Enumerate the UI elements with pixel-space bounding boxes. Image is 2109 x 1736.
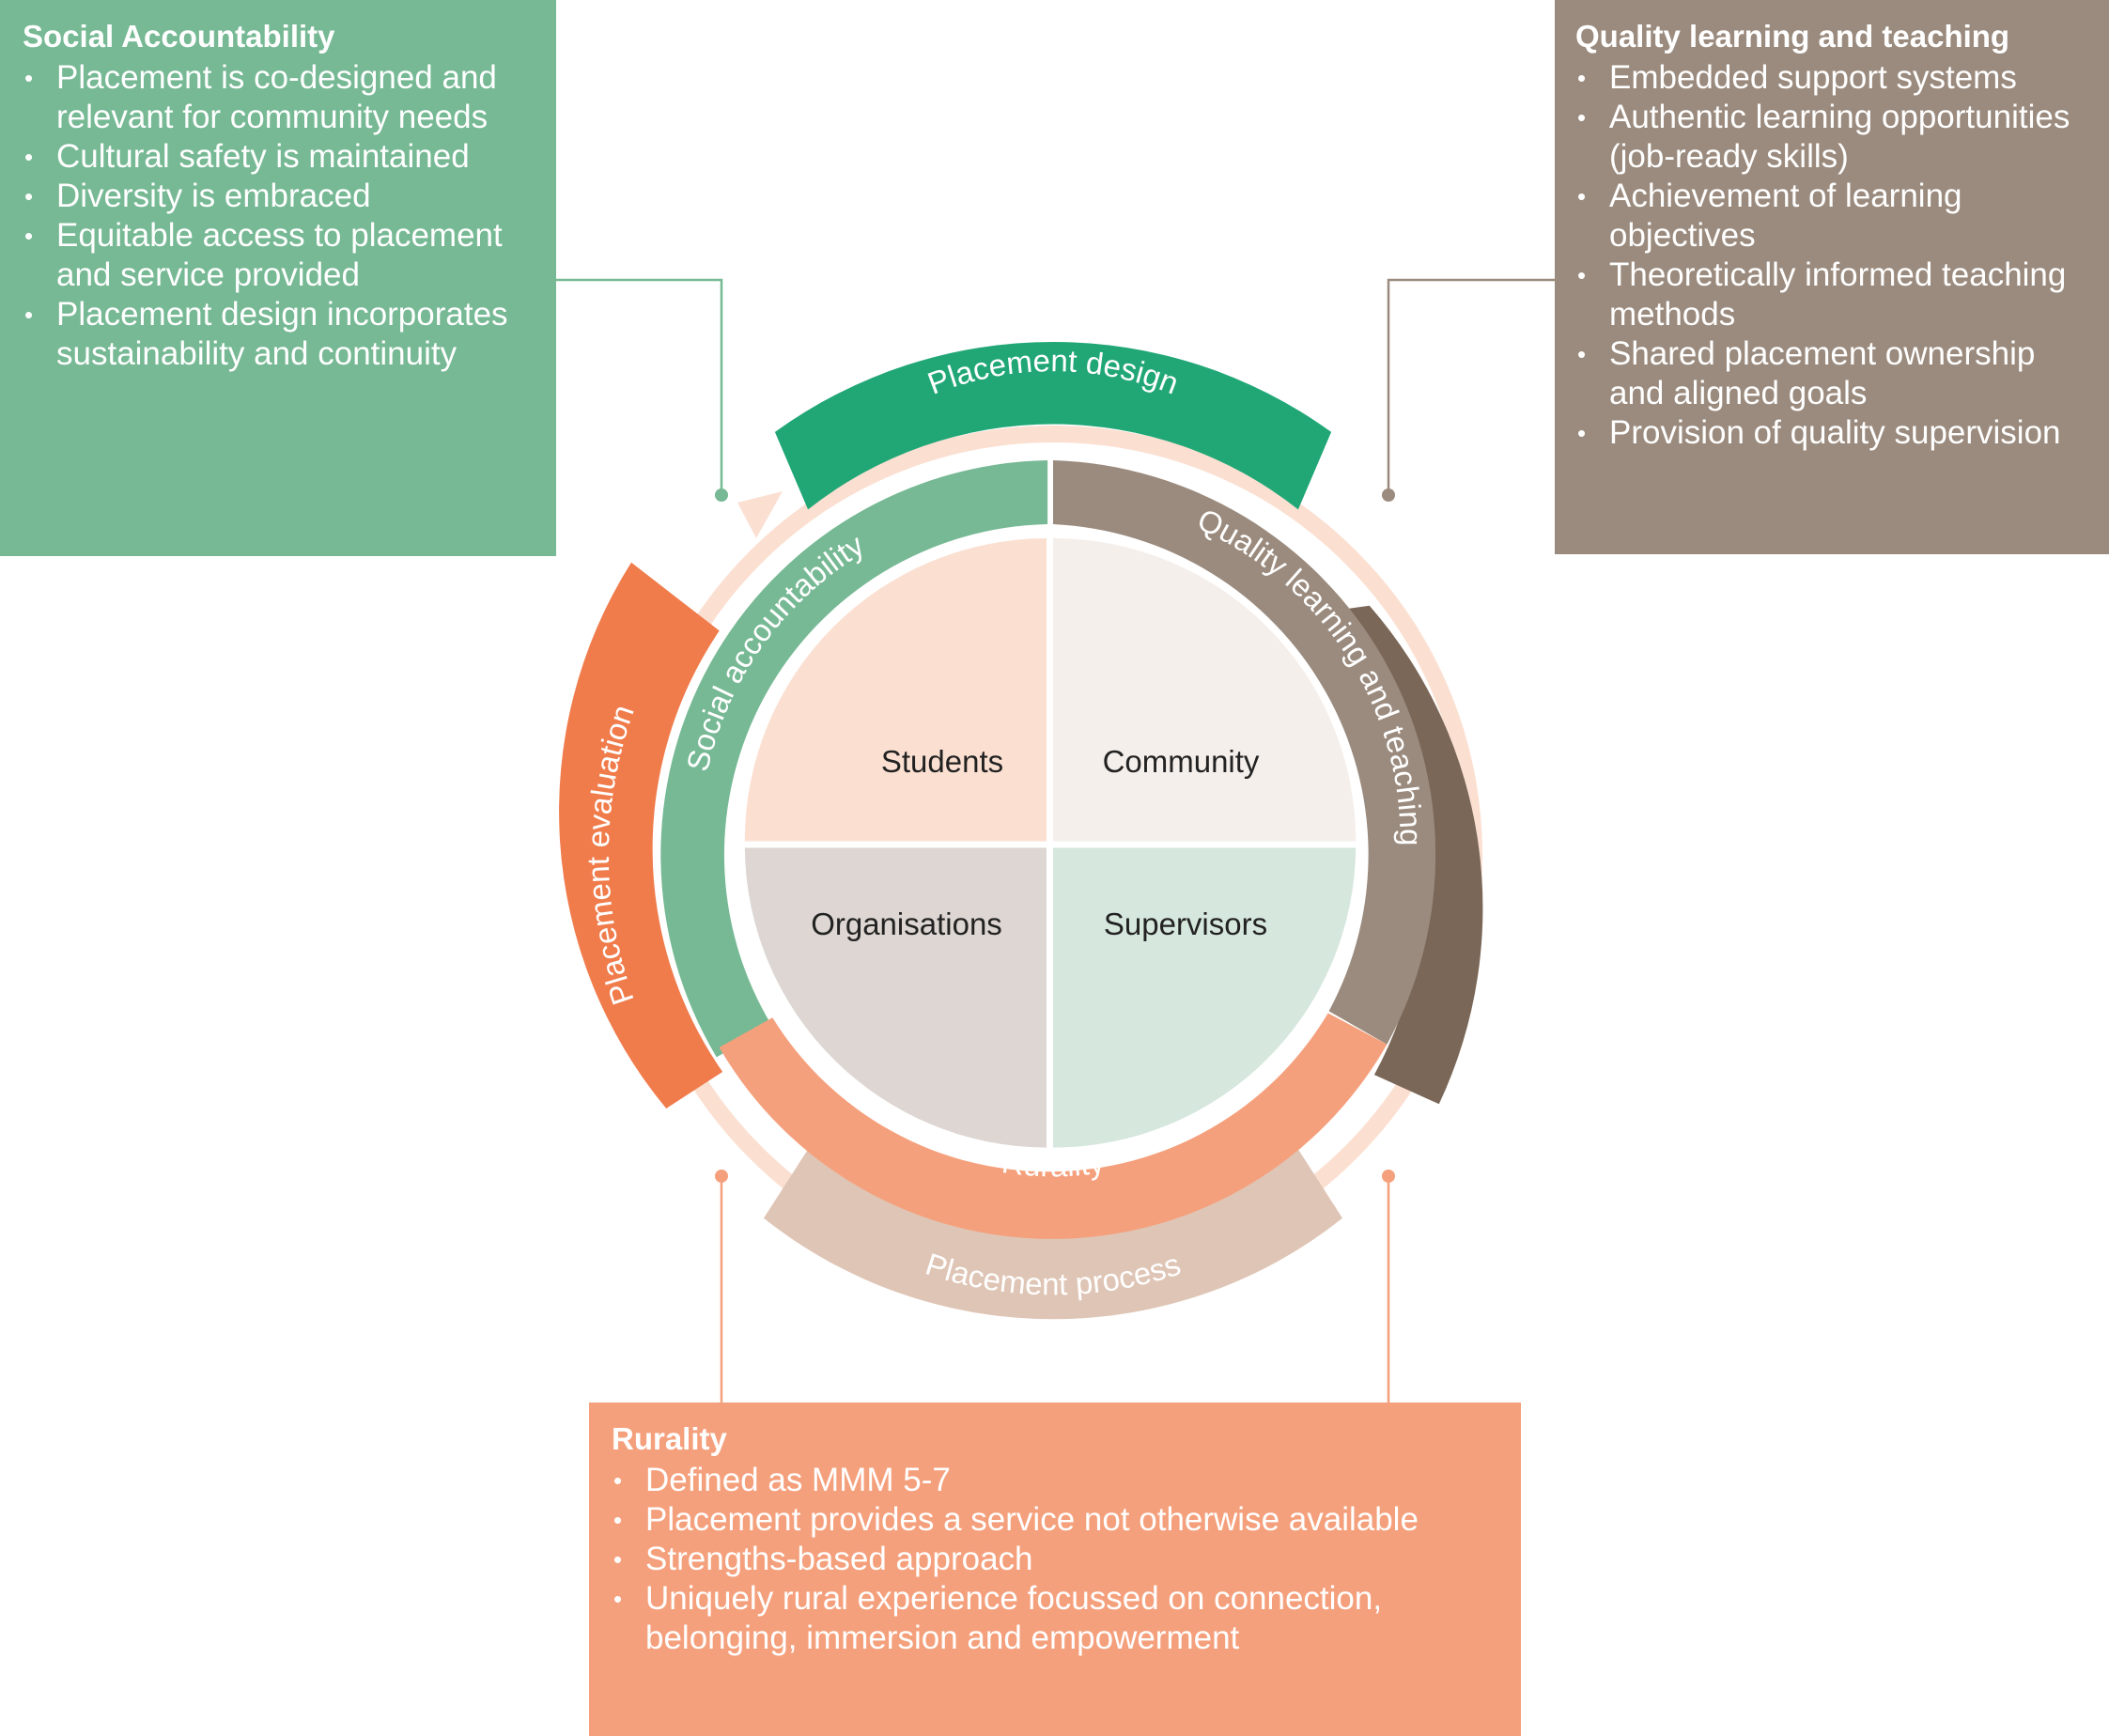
social-accountability-list: Placement is co-designed and relevant fo… xyxy=(23,58,534,374)
connector-dot-rurality-right xyxy=(1382,1170,1395,1183)
rurality-box: Rurality Defined as MMM 5-7 Placement pr… xyxy=(589,1403,1521,1736)
ring-quality-learning xyxy=(1053,460,1436,1045)
list-item: Embedded support systems xyxy=(1575,58,2088,98)
list-item: Placement is co-designed and relevant fo… xyxy=(23,58,534,137)
quadrant-organisations xyxy=(744,847,1047,1148)
list-item: Theoretically informed teaching methods xyxy=(1575,256,2088,334)
connector-social xyxy=(556,278,723,495)
quadrant-students xyxy=(744,538,1047,842)
quadrant-supervisors-label: Supervisors xyxy=(1104,907,1267,941)
connector-quality xyxy=(1387,278,1555,495)
quadrant-community-label: Community xyxy=(1103,744,1260,779)
list-item: Strengths-based approach xyxy=(612,1540,1498,1579)
list-item: Authentic learning opportunities (job-re… xyxy=(1575,98,2088,177)
quadrant-community xyxy=(1053,537,1357,842)
connector-dot-social xyxy=(715,488,728,502)
stage-placement-design xyxy=(774,341,1332,510)
list-item: Provision of quality supervision xyxy=(1575,413,2088,453)
quadrant-supervisors xyxy=(1053,847,1357,1148)
connector-dot-quality xyxy=(1382,488,1395,502)
list-item: Defined as MMM 5-7 xyxy=(612,1461,1498,1500)
list-item: Diversity is embraced xyxy=(23,177,534,216)
list-item: Achievement of learning objectives xyxy=(1575,177,2088,256)
quadrant-organisations-label: Organisations xyxy=(811,907,1002,941)
list-item: Shared placement ownership and aligned g… xyxy=(1575,334,2088,413)
cycle-arrow-icon xyxy=(737,491,783,538)
list-item: Uniquely rural experience focussed on co… xyxy=(612,1579,1498,1658)
quality-learning-box: Quality learning and teaching Embedded s… xyxy=(1555,0,2109,554)
stage-preplacement-preparation xyxy=(1310,605,1483,1105)
quadrant-students-label: Students xyxy=(881,744,1003,779)
list-item: Placement design incorporates sustainabi… xyxy=(23,295,534,374)
social-accountability-box: Social Accountability Placement is co-de… xyxy=(0,0,556,556)
list-item: Equitable access to placement and servic… xyxy=(23,216,534,295)
social-accountability-title: Social Accountability xyxy=(23,19,335,54)
rurality-title: Rurality xyxy=(612,1421,727,1456)
ring-rurality xyxy=(719,1013,1388,1239)
list-item: Cultural safety is maintained xyxy=(23,137,534,177)
list-item: Placement provides a service not otherwi… xyxy=(612,1500,1498,1540)
quality-learning-title: Quality learning and teaching xyxy=(1575,19,2010,54)
connector-lines xyxy=(556,278,1555,1403)
connector-dot-rurality-left xyxy=(715,1170,728,1183)
stage-placement-evaluation xyxy=(559,562,723,1108)
quality-learning-list: Embedded support systems Authentic learn… xyxy=(1575,58,2088,453)
rurality-list: Defined as MMM 5-7 Placement provides a … xyxy=(612,1461,1498,1658)
ring-social-accountability xyxy=(660,460,1048,1058)
ring-rurality-label: Rurality xyxy=(1000,1144,1107,1183)
